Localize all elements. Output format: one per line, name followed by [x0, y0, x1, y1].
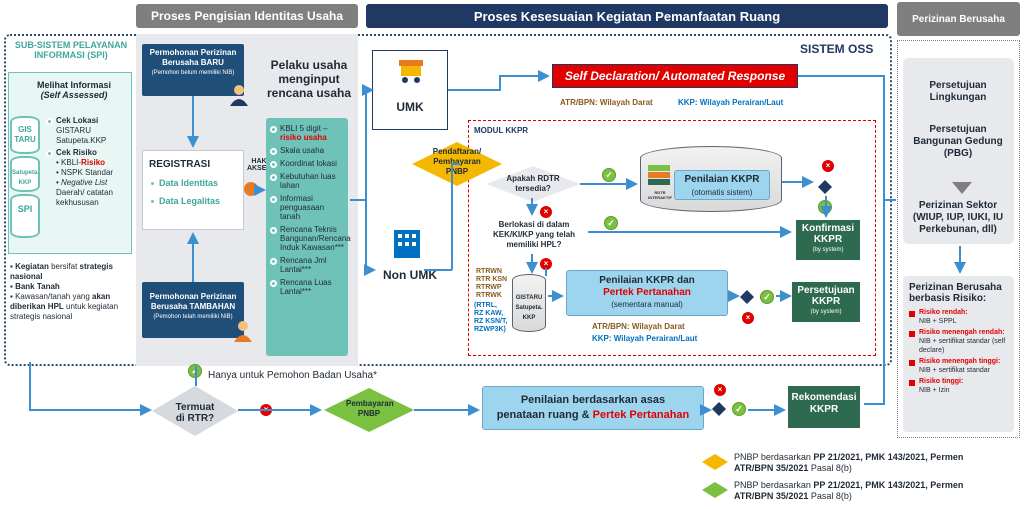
registrasi-box: REGISTRASI Data Identitas Data Legalitas — [142, 150, 244, 230]
perizinan-sektor: Perizinan Sektor (WIUP, IUP, IUKI, IU Pe… — [912, 200, 1004, 235]
risiko-item: Risiko rendah:NIB + SPPL — [909, 308, 1008, 326]
melihat-title: Melihat Informasi(Self Assessed) — [36, 80, 111, 100]
rencana-item: Informasi penguasaan tanah — [270, 194, 344, 221]
termuat-label: Termuat di RTR? — [175, 402, 215, 424]
legend-green: PNBP berdasarkan PP 21/2021, PMK 143/202… — [702, 480, 1002, 502]
rekomendasi-kkpr-box: Rekomendasi KKPR — [788, 386, 860, 428]
person-icon-2 — [232, 320, 254, 342]
persetujuan-kkpr-box: Persetujuan KKPR (by system) — [792, 282, 860, 322]
pendaftaran-label: Pendaftaran/ Pembayaran PNBP — [432, 147, 482, 176]
pelaku-title: Pelaku usaha menginput rencana usaha — [266, 58, 352, 100]
header-kesesuaian: Proses Kesesuaian Kegiatan Pemanfaatan R… — [366, 4, 888, 28]
spi-db: SPI — [10, 194, 40, 238]
permohonan-tambahan-box: Permohonan Perizinan Berusaha TAMBAHAN (… — [142, 282, 244, 338]
umk-label: UMK — [396, 100, 424, 114]
rdtr-interaktif-icon — [646, 162, 672, 188]
risiko-item: Risiko menengah tinggi:NIB + sertifikat … — [909, 357, 1008, 375]
kkp-laut-label: KKP: Wilayah Perairan/Laut — [678, 98, 784, 107]
perizinan-gray-panel — [903, 58, 1014, 244]
sistem-oss-label: SISTEM OSS — [800, 42, 874, 56]
non-umk-label: Non UMK — [383, 268, 437, 282]
satupeta-db: Satupeta. KKP — [10, 156, 40, 192]
penilaian-asas-box: Penilaian berdasarkan asas penataan ruan… — [482, 386, 704, 430]
header-perizinan: Perizinan Berusaha — [897, 2, 1020, 36]
gis-taru-db: GIS TARU — [10, 116, 40, 154]
rencana-item: KBLI 5 digit – risiko usaha — [270, 124, 344, 142]
arrow-down-icon — [952, 182, 972, 194]
gistaru-db: GISTARU Satupeta. KKP — [512, 274, 546, 332]
kkp-laut-label-2: KKP: Wilayah Perairan/Laut — [592, 334, 698, 343]
header-identitas: Proses Pengisian Identitas Usaha — [136, 4, 358, 28]
rencana-item: Koordinat lokasi — [270, 159, 344, 168]
konfirmasi-kkpr-box: Konfirmasi KKPR (by system) — [796, 220, 860, 260]
check-icon: ✓ — [818, 200, 832, 214]
pembayaran-label: Pembayaran PNBP — [346, 399, 394, 418]
check-icon: ✓ — [188, 364, 202, 378]
building-icon — [390, 226, 424, 258]
modul-kkpr-label: MODUL KKPR — [474, 126, 529, 135]
check-icon: ✓ — [602, 168, 616, 182]
check-icon: ✓ — [732, 402, 746, 416]
rencana-item: Rencana Luas Lantai*** — [270, 278, 344, 296]
hanya-label: Hanya untuk Pemohon Badan Usaha* — [208, 370, 378, 381]
persetujuan-pbg: Persetujuan Bangunan Gedung (PBG) — [913, 124, 1003, 159]
rencana-item: Rencana Teknis Bangunan/Rencana Induk Ka… — [270, 225, 351, 252]
person-icon — [228, 84, 250, 106]
check-icon: ✓ — [604, 216, 618, 230]
rdtr-interaktif-label: RDTR INTERAKTIF — [648, 190, 672, 200]
cross-icon: × — [540, 206, 552, 218]
risiko-item: Risiko tinggi:NIB + Izin — [909, 377, 1008, 395]
cross-icon: × — [260, 404, 272, 416]
decision-diamond — [818, 180, 832, 194]
atr-darat-label-2: ATR/BPN: Wilayah Darat — [592, 322, 685, 331]
self-declaration-box: Self Declaration/ Automated Response — [552, 64, 798, 88]
penilaian-auto-box: Penilaian KKPR (otomatis sistem) — [674, 170, 770, 200]
apakah-rdtr-diamond — [486, 166, 580, 202]
permohonan-baru-box: Permohonan Perizinan Berusaha BARU (Pemo… — [142, 44, 244, 96]
hak-akses-dot — [244, 182, 258, 196]
cross-icon: × — [822, 160, 834, 172]
food-cart-icon — [396, 56, 426, 86]
spi-notes: ▪ Kegiatan bersifat strategis nasional ▪… — [10, 262, 119, 321]
hak-akses-label: HAK AKSES — [246, 158, 272, 172]
decision-diamond — [712, 402, 726, 416]
rz-list: (RTRL,RZ KAW,RZ KSN/T,RZWP3K) — [474, 302, 508, 333]
pembayaran-diamond — [324, 388, 414, 432]
berlokasi-label: Berlokasi di dalam KEK/KI/KP yang telah … — [492, 220, 576, 249]
penilaian-manual-box: Penilaian KKPR dan Pertek Pertanahan (se… — [566, 270, 728, 316]
risiko-item: Risiko menengah rendah:NIB + sertifikat … — [909, 328, 1008, 355]
decision-diamond — [740, 290, 754, 304]
rencana-item: Skala usaha — [270, 146, 344, 155]
risiko-panel: Perizinan Berusaha berbasis Risiko: Risi… — [903, 276, 1014, 432]
rencana-item: Kebutuhan luas lahan — [270, 172, 344, 190]
rencana-item: Rencana Jml Lantai*** — [270, 256, 344, 274]
cross-icon: × — [540, 258, 552, 270]
cross-icon: × — [742, 312, 754, 324]
persetujuan-lingkungan: Persetujuan Lingkungan — [929, 80, 987, 103]
perizinan-frame — [897, 40, 1020, 438]
apakah-rdtr-label: Apakah RDTR tersedia? — [506, 174, 560, 193]
cross-icon: × — [714, 384, 726, 396]
atr-darat-label: ATR/BPN: Wilayah Darat — [560, 98, 653, 107]
rencana-panel: KBLI 5 digit – risiko usaha Skala usaha … — [266, 118, 351, 356]
check-icon: ✓ — [760, 290, 774, 304]
termuat-diamond — [152, 386, 238, 436]
spi-title: SUB-SISTEM PELAYANAN INFORMASI (SPI) — [14, 40, 128, 60]
legend-yellow: PNBP berdasarkan PP 21/2021, PMK 143/202… — [702, 452, 1002, 474]
